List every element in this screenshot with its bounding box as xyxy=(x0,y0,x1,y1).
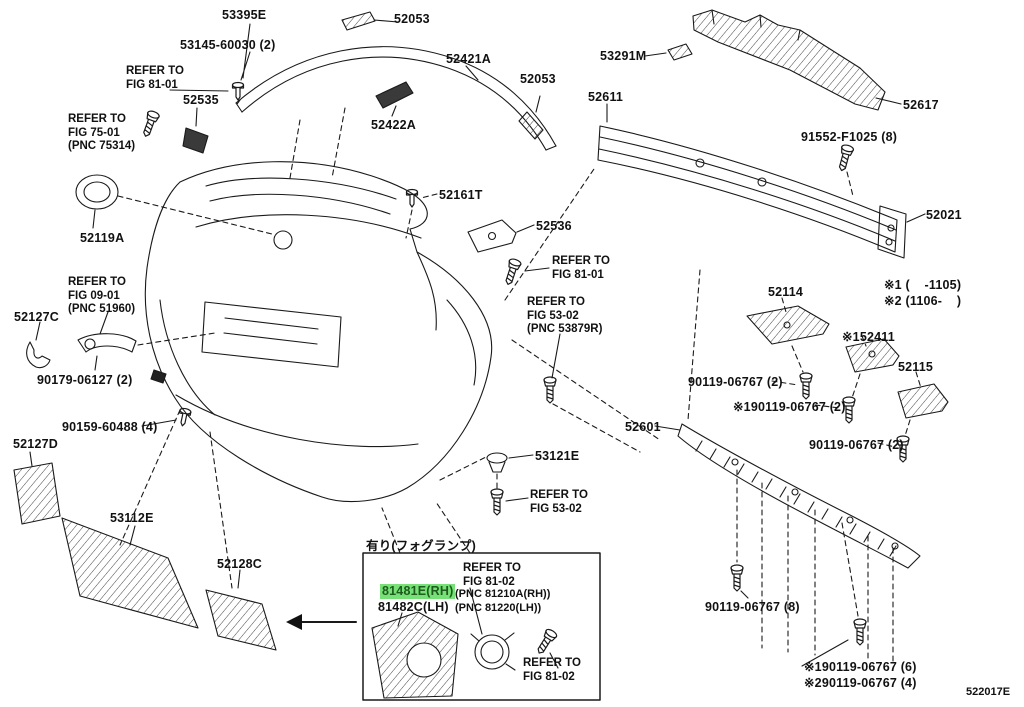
clip-53121e-drawing xyxy=(439,452,534,516)
screw-icon xyxy=(799,372,813,400)
note-variant-1: ※1 ( -1105) xyxy=(884,278,962,292)
label-52128C[interactable]: 52128C xyxy=(217,557,262,571)
note-variant-2: ※2 (1106- ) xyxy=(884,294,962,308)
label-90119-06767-d[interactable]: 90119-06767 (8) xyxy=(705,600,800,614)
label-pnc-81210A: (PNC 81210A(RH)) xyxy=(455,588,551,600)
label-90119-06767-b[interactable]: ※190119-06767 (2) xyxy=(733,400,846,414)
left-small-parts-drawing xyxy=(26,311,233,589)
label-52601[interactable]: 52601 xyxy=(625,420,661,434)
clip-icon xyxy=(405,188,419,208)
label-53145-60030[interactable]: 53145-60030 (2) xyxy=(180,38,276,52)
label-52127C[interactable]: 52127C xyxy=(14,310,59,324)
label-52053-a[interactable]: 52053 xyxy=(394,12,430,26)
label-refer-fig81-01-a: REFER TO FIG 81-01 xyxy=(126,65,184,91)
screw-icon xyxy=(853,618,867,646)
label-52611[interactable]: 52611 xyxy=(588,90,624,104)
label-52115[interactable]: 52115 xyxy=(898,360,934,374)
label-52535[interactable]: 52535 xyxy=(183,93,219,107)
screw-53879r-drawing xyxy=(543,333,641,453)
screw-icon xyxy=(490,488,504,516)
label-90179-06127[interactable]: 90179-06127 (2) xyxy=(37,373,133,387)
label-91552-F1025[interactable]: 91552-F1025 (8) xyxy=(801,130,898,144)
label-52617[interactable]: 52617 xyxy=(903,98,939,112)
label-90159-60488[interactable]: 90159-60488 (4) xyxy=(62,420,158,434)
label-90119-06767-f[interactable]: ※290119-06767 (4) xyxy=(804,676,917,690)
label-pnc-81220: (PNC 81220(LH)) xyxy=(455,602,542,614)
label-81482C[interactable]: 81482C(LH) xyxy=(378,600,449,614)
label-refer-fig53-02-a: REFER TO FIG 53-02 (PNC 53879R) xyxy=(527,296,603,336)
clip-icon xyxy=(231,81,245,101)
grilles-drawing xyxy=(13,451,277,651)
diagram-code: 522017E xyxy=(966,686,1011,698)
label-52053-b[interactable]: 52053 xyxy=(520,72,556,86)
label-refer-fig81-02-a: REFER TO FIG 81-02 xyxy=(463,562,521,588)
bracket-52536-drawing xyxy=(467,219,550,287)
fog-lamp-inset-drawing xyxy=(362,501,601,701)
screw-icon xyxy=(543,376,557,404)
note-fog-lamp: 有り(フォグランプ) xyxy=(366,539,476,553)
label-53121E[interactable]: 53121E xyxy=(535,449,580,463)
bumper-cover-drawing xyxy=(144,161,493,503)
screw-icon xyxy=(501,257,523,287)
label-53112E[interactable]: 53112E xyxy=(110,511,154,525)
bumper-reinforcement-drawing xyxy=(504,103,926,301)
emblem-drawing xyxy=(75,174,273,235)
label-53291M[interactable]: 53291M xyxy=(600,49,647,63)
label-52411[interactable]: ※152411 xyxy=(842,330,895,344)
side-brackets-drawing xyxy=(746,297,949,463)
label-refer-fig81-01-b: REFER TO FIG 81-01 xyxy=(552,255,610,281)
label-52161T[interactable]: 52161T xyxy=(439,188,483,202)
screw-icon xyxy=(139,109,161,139)
label-refer-fig53-02-b: REFER TO FIG 53-02 xyxy=(530,489,588,515)
bottom-screws-drawing xyxy=(730,469,894,667)
label-refer-fig75-01: REFER TO FIG 75-01 (PNC 75314) xyxy=(68,113,136,153)
label-90119-06767-c[interactable]: 90119-06767 (2) xyxy=(809,438,904,452)
label-90119-06767-a[interactable]: 90119-06767 (2) xyxy=(688,375,783,389)
label-52119A[interactable]: 52119A xyxy=(80,231,125,245)
fog-arrow-drawing xyxy=(286,614,357,630)
label-52127D[interactable]: 52127D xyxy=(13,437,58,451)
label-refer-fig81-02-b: REFER TO FIG 81-02 xyxy=(523,657,581,683)
label-53395E[interactable]: 53395E xyxy=(222,8,267,22)
label-52021[interactable]: 52021 xyxy=(926,208,962,222)
upper-molding-drawing xyxy=(235,11,557,179)
label-90119-06767-e[interactable]: ※190119-06767 (6) xyxy=(804,660,917,674)
label-52422A[interactable]: 52422A xyxy=(371,118,416,132)
label-52421A[interactable]: 52421A xyxy=(446,52,491,66)
radiator-support-drawing xyxy=(644,9,902,111)
screw-icon xyxy=(730,564,744,592)
label-81481E-highlighted[interactable]: 81481E(RH) xyxy=(380,584,456,599)
label-52536[interactable]: 52536 xyxy=(536,219,572,233)
label-52114[interactable]: 52114 xyxy=(768,285,804,299)
label-refer-fig09-01: REFER TO FIG 09-01 (PNC 51960) xyxy=(68,276,136,316)
clip-52161t-drawing xyxy=(405,188,438,239)
top-left-clips-drawing xyxy=(139,23,251,154)
screw-icon xyxy=(835,143,855,173)
lower-support-52601-drawing xyxy=(511,269,921,569)
